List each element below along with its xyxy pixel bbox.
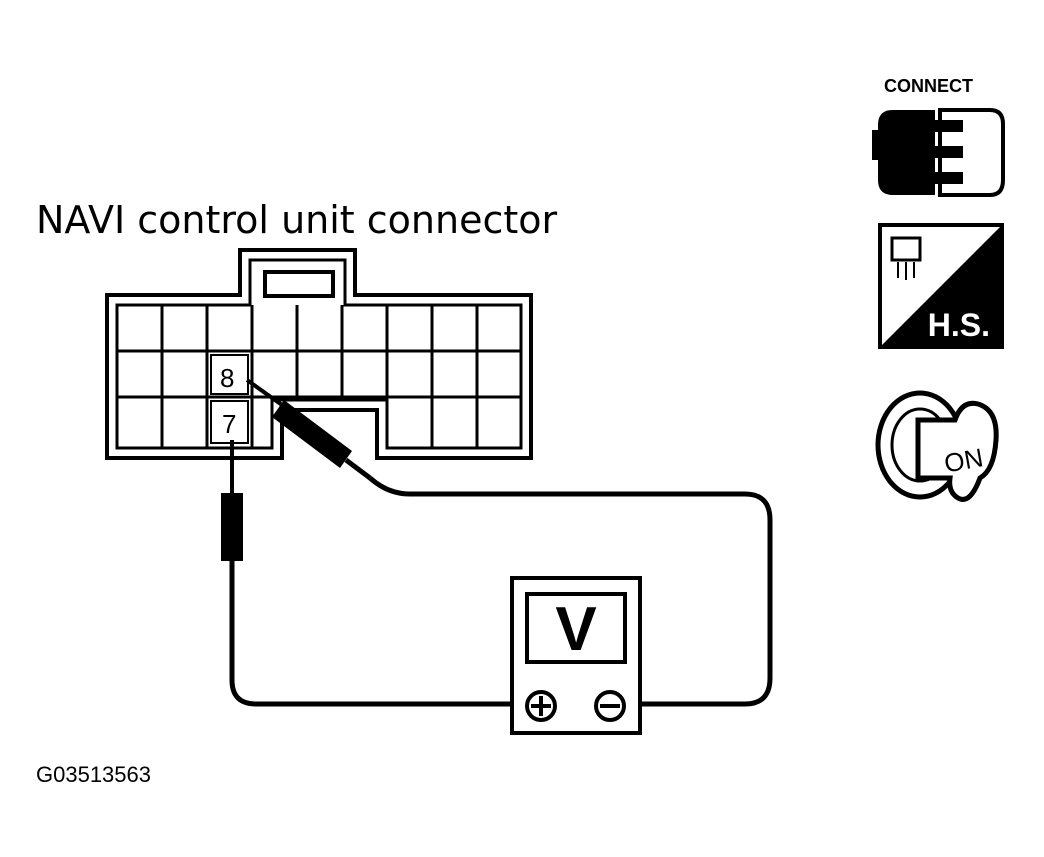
negative-lead-wire <box>368 476 773 707</box>
pin-7-cell <box>210 400 249 444</box>
figure-code: G03513563 <box>36 762 151 787</box>
pin-8-cell <box>210 354 249 395</box>
on-label: ON <box>942 442 986 478</box>
ignition-key-on-icon: ON <box>875 390 999 502</box>
positive-probe <box>221 440 243 561</box>
positive-terminal-icon <box>525 690 557 722</box>
negative-terminal-icon <box>594 690 626 722</box>
negative-probe <box>245 378 372 480</box>
connect-label: CONNECT <box>884 76 973 96</box>
harness-side-icon: H.S. <box>878 223 1004 349</box>
pin-7-label: 7 <box>222 409 236 439</box>
voltmeter-display <box>525 592 627 664</box>
voltmeter: V <box>510 576 642 735</box>
connector-plug-icon: CONNECT <box>872 76 1005 197</box>
voltmeter-label: V <box>555 595 596 664</box>
pin-8-label: 8 <box>220 363 234 393</box>
hs-label: H.S. <box>928 307 990 343</box>
connector-lock-tab <box>263 270 335 298</box>
pin-grid <box>117 305 521 448</box>
navi-connector: 8 7 <box>105 248 533 460</box>
connector-title: NAVI control unit connector <box>36 198 558 242</box>
positive-lead-wire <box>229 561 520 707</box>
